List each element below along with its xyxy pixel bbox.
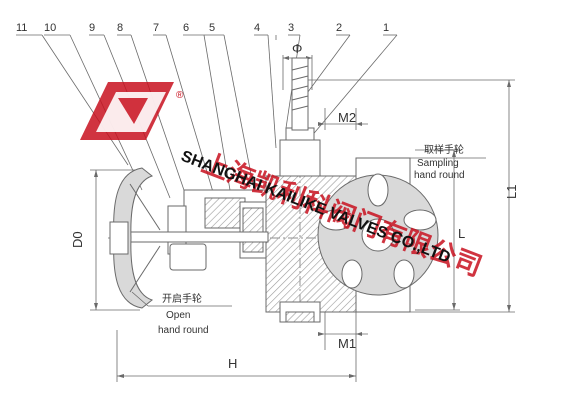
part-number-labels: 11 10 9 8 7 6 5 4 3 2 1 [16, 22, 389, 34]
dim-m2: M2 [338, 110, 356, 125]
part-number-7: 7 [153, 22, 159, 34]
dim-phi: Φ [292, 41, 302, 56]
dim-l1: L1 [504, 185, 519, 199]
part-number-11: 11 [16, 22, 27, 34]
part-number-1: 1 [383, 22, 389, 34]
open-label-leader [131, 291, 149, 307]
part-number-6: 6 [183, 22, 189, 34]
part-number-3: 3 [288, 22, 294, 34]
dim-d0: D0 [70, 231, 85, 248]
part-number-4: 4 [254, 22, 260, 34]
open-label-cn: 开启手轮 [162, 292, 202, 305]
logo-registered-mark: ® [176, 90, 184, 101]
part-number-5: 5 [209, 22, 215, 34]
part-number-9: 9 [89, 22, 95, 34]
part-number-10: 10 [44, 22, 56, 34]
sampling-hand-wheel [317, 173, 439, 296]
sampling-label-cn: 取样手轮 [424, 143, 464, 156]
part-number-8: 8 [117, 22, 123, 34]
open-hand-wheel [109, 167, 161, 309]
open-label-en-2: hand round [158, 325, 209, 336]
sampling-label-en-1: Sampling [417, 158, 459, 169]
dim-h: H [228, 356, 237, 371]
company-logo-icon: ® [80, 82, 184, 140]
sampling-label-en-2: hand round [414, 170, 465, 181]
open-label-en-1: Open [166, 310, 190, 321]
dim-m1: M1 [338, 336, 356, 351]
dim-l: L [458, 226, 465, 241]
part-number-2: 2 [336, 22, 342, 34]
